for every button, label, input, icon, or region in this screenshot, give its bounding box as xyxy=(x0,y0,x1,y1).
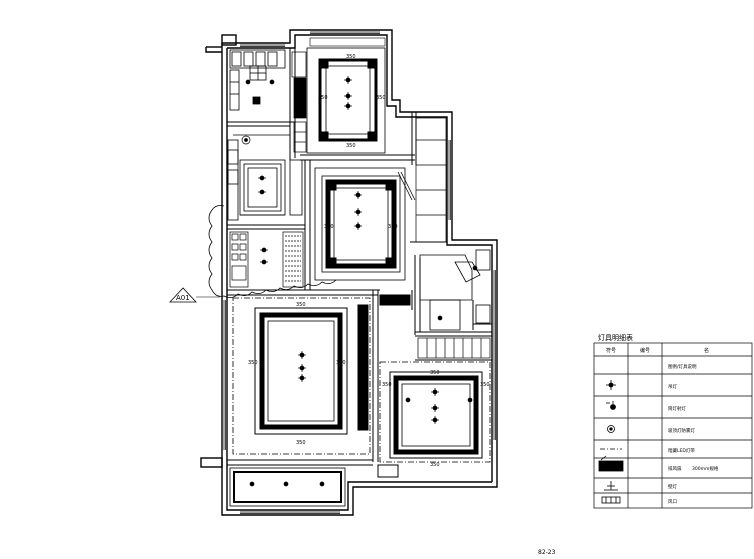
legend-row-name: 壁灯 xyxy=(668,483,677,490)
spotlight-icon xyxy=(319,481,325,487)
dimension-label: 350 xyxy=(346,54,356,60)
legend-row-name: 排风扇 xyxy=(668,465,682,472)
spotlight-icon xyxy=(344,92,352,100)
bottom-room-ceiling xyxy=(377,361,491,478)
corridor-closets xyxy=(229,51,307,288)
legend-row-name: 吸顶灯防雾灯 xyxy=(668,427,695,434)
spotlight-icon xyxy=(354,191,362,199)
spotlight-icon xyxy=(431,404,439,412)
dimension-label: 350 xyxy=(480,382,490,388)
spotlight-icon xyxy=(298,364,306,372)
dimension-marks: 350 350 350 350 350 350 350 350 350 350 … xyxy=(248,54,490,468)
pendant-lamp-icon xyxy=(606,380,616,390)
legend-title: 灯具明细表 xyxy=(598,334,633,342)
spotlight-icon xyxy=(344,76,352,84)
dimension-label: 350 xyxy=(296,440,306,446)
spotlight-icon xyxy=(269,79,275,85)
vent-icon xyxy=(601,496,621,504)
legend-row-name: 筒灯射灯 xyxy=(668,405,686,412)
window-openings xyxy=(223,31,496,514)
dimension-label: 350 xyxy=(318,95,328,101)
spotlight-icon xyxy=(431,416,439,424)
spotlight-icon xyxy=(241,135,251,145)
legend-symbols xyxy=(598,380,624,504)
section-marker-label: A01 xyxy=(176,294,190,302)
dimension-label: 350 xyxy=(324,224,334,230)
spotlight-icon xyxy=(258,175,266,181)
dimension-label: 350 xyxy=(430,370,440,376)
kitchen-area xyxy=(229,49,286,111)
light-fixtures xyxy=(241,76,478,487)
spotlight-icon xyxy=(606,401,616,410)
right-corridor xyxy=(415,117,447,243)
legend-row-name: 吊灯 xyxy=(668,383,677,390)
dimension-label: 350 xyxy=(336,360,346,366)
living-room-ceiling xyxy=(232,294,411,455)
spotlight-icon xyxy=(354,222,362,230)
page-number: 82-23 xyxy=(538,549,556,556)
dimension-label: 350 xyxy=(248,360,258,366)
spotlight-icon xyxy=(354,208,362,216)
dimension-label: 350 xyxy=(376,95,386,101)
spotlight-icon xyxy=(437,315,443,321)
top-room-ceiling xyxy=(306,37,386,154)
spotlight-icon xyxy=(245,79,251,85)
spotlight-icon xyxy=(298,374,306,382)
spotlight-icon xyxy=(298,351,306,359)
utility-room xyxy=(419,249,491,331)
spotlight-icon xyxy=(467,397,473,403)
spotlight-icon xyxy=(260,259,268,265)
legend-header: 名 xyxy=(704,347,709,354)
legend-headers: 符号 编号 名 xyxy=(606,347,709,354)
legend-row-name: 风口 xyxy=(668,499,677,505)
dimension-label: 350 xyxy=(296,302,306,308)
dimension-label: 350 xyxy=(382,382,392,388)
spotlight-icon xyxy=(344,102,352,110)
light-strip-row xyxy=(417,337,491,359)
legend-table xyxy=(593,342,753,509)
exhaust-fan-icon xyxy=(598,455,624,472)
spotlight-icon xyxy=(260,247,268,253)
dimension-label: 350 xyxy=(346,143,356,149)
spotlight-icon xyxy=(431,388,439,396)
wall-lamp-icon xyxy=(604,481,618,491)
outer-walls xyxy=(200,29,498,516)
balcony-ceiling xyxy=(229,467,346,507)
legend-header: 编号 xyxy=(640,347,650,354)
legend-row-note: 300mm规格 xyxy=(692,465,719,472)
revision-cloud xyxy=(208,205,337,298)
dimension-label: 350 xyxy=(430,462,440,468)
section-marker: A01 xyxy=(169,287,220,303)
legend-row-name: 暗藏LED灯带 xyxy=(668,447,695,454)
spotlight-icon xyxy=(283,481,289,487)
spotlight-icon xyxy=(472,265,478,271)
spotlight-icon xyxy=(405,397,411,403)
dimension-label: 350 xyxy=(388,224,398,230)
ceiling-lamp-icon xyxy=(607,425,615,433)
center-room-ceiling xyxy=(314,167,416,281)
spotlight-icon xyxy=(258,189,266,195)
spotlight-icon xyxy=(249,481,255,487)
legend-row-name: 图例/灯具说明 xyxy=(668,363,697,370)
legend-header: 符号 xyxy=(606,347,616,354)
legend-names: 图例/灯具说明 吊灯 筒灯射灯 吸顶灯防雾灯 暗藏LED灯带 排风扇 300mm… xyxy=(668,363,719,505)
bathroom-area xyxy=(227,134,303,221)
